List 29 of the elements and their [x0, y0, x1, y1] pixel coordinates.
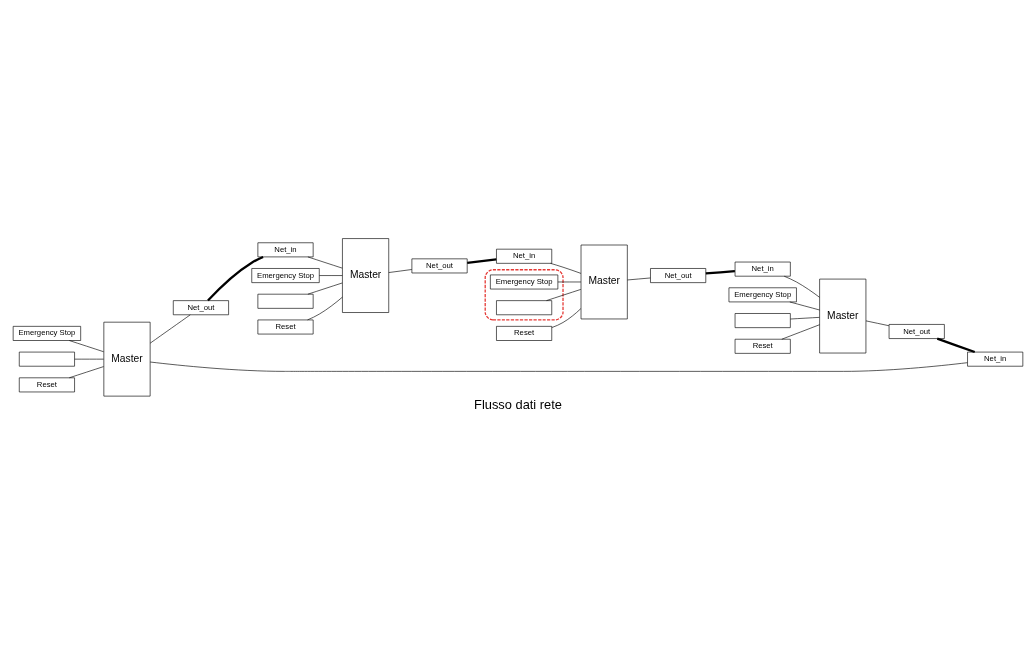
node-box — [18, 351, 75, 367]
connector — [318, 274, 343, 276]
node-box: Master — [580, 244, 628, 319]
cluster — [484, 268, 564, 321]
connector — [545, 288, 581, 301]
connector — [388, 268, 412, 273]
connector — [466, 257, 496, 264]
connector — [306, 296, 343, 320]
connector — [73, 358, 104, 359]
connector — [781, 323, 820, 340]
connector — [705, 269, 735, 275]
connector — [788, 301, 820, 310]
caption: Flusso dati rete — [473, 396, 562, 412]
connector — [68, 365, 104, 378]
node-box: Master — [103, 321, 150, 396]
node-box — [257, 293, 313, 309]
connector — [68, 339, 104, 352]
connector — [783, 275, 820, 298]
connector — [789, 316, 820, 319]
connector — [206, 255, 264, 301]
connector — [626, 277, 651, 280]
node-box: Master — [818, 278, 866, 353]
connector — [307, 256, 342, 268]
node-box: Master — [341, 237, 389, 313]
node-box — [734, 312, 791, 328]
node-box — [495, 299, 552, 315]
connector — [549, 262, 581, 274]
connector — [936, 337, 975, 353]
connector — [149, 361, 968, 372]
